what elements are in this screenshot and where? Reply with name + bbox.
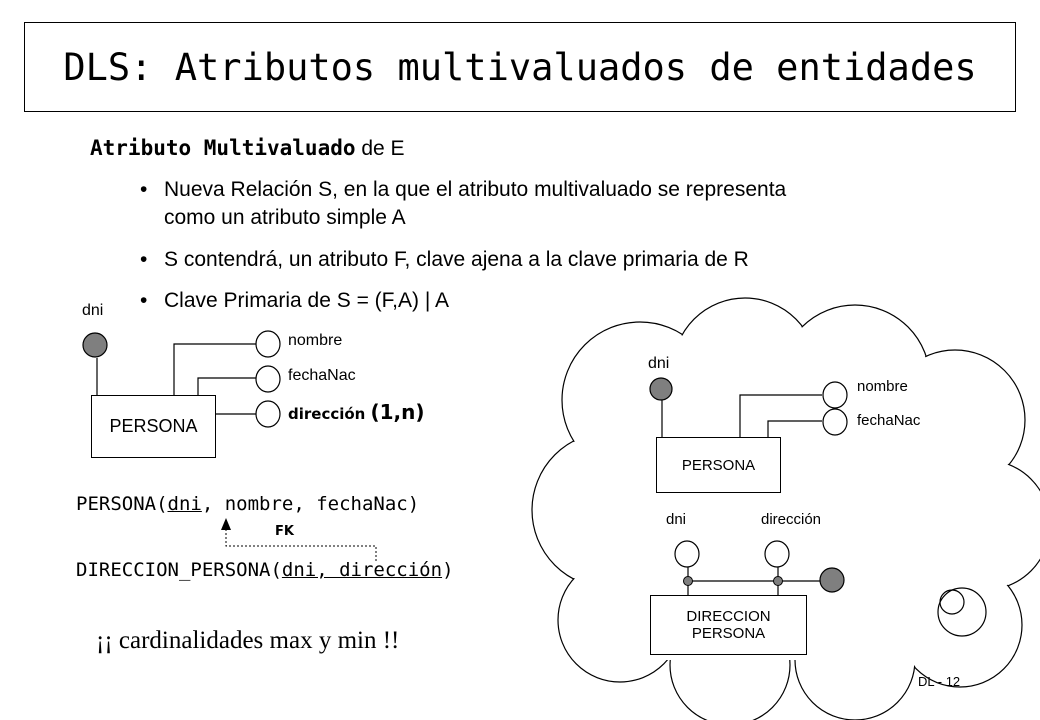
fk-label: FK bbox=[275, 524, 294, 539]
heading-rest: de E bbox=[355, 137, 405, 160]
page-number: DL - 12 bbox=[918, 674, 961, 689]
relation-name: PERSONA( bbox=[76, 493, 168, 515]
entity-label: PERSONA bbox=[109, 416, 198, 436]
entity-label-line2: PERSONA bbox=[691, 625, 766, 642]
entity-label-line1: DIRECCION bbox=[686, 608, 771, 625]
right-attr-fechanac-circle bbox=[822, 408, 848, 436]
left-attr-fechanac-label: fechaNac bbox=[288, 367, 356, 384]
left-attr-fechanac-circle bbox=[255, 365, 281, 393]
left-entity-persona: PERSONA bbox=[91, 395, 216, 458]
relation-name: DIRECCION_PERSONA( bbox=[76, 559, 282, 581]
bullet-dot: • bbox=[140, 178, 148, 201]
page-title: DLS: Atributos multivaluados de entidade… bbox=[63, 46, 977, 89]
multivalued-cardinality: (1,n) bbox=[370, 400, 425, 424]
right-key-attr-label: dni bbox=[648, 355, 670, 372]
relation-close: ) bbox=[442, 559, 454, 581]
entity-label: PERSONA bbox=[681, 456, 756, 474]
left-er-lines bbox=[96, 343, 256, 415]
bullet-text: Clave Primaria de S = (F,A) | A bbox=[164, 289, 449, 312]
right-weak-dni-label: dni bbox=[666, 511, 687, 528]
left-attr-nombre-circle bbox=[255, 330, 281, 358]
relation-direccion-persona: DIRECCION_PERSONA(dni, dirección) bbox=[76, 559, 454, 581]
fk-arrowhead bbox=[221, 518, 231, 530]
right-weak-direccion-label: dirección bbox=[761, 511, 822, 528]
fk-arrow bbox=[225, 528, 377, 561]
heading-bold: Atributo Multivaluado bbox=[90, 136, 356, 160]
left-attr-nombre-label: nombre bbox=[288, 332, 343, 349]
left-key-attr-label: dni bbox=[82, 302, 104, 319]
bullet-dot: • bbox=[140, 248, 148, 271]
relation-attrs: , nombre, fechaNac) bbox=[201, 493, 420, 515]
cloud-fill bbox=[533, 299, 1040, 720]
right-entity-direccion-persona: DIRECCION PERSONA bbox=[650, 595, 807, 655]
bullet-dot: • bbox=[140, 289, 148, 312]
right-attr-fechanac-label: fechaNac bbox=[857, 412, 921, 429]
right-attr-nombre-circle bbox=[822, 381, 848, 409]
cloud-bubbles bbox=[937, 587, 987, 637]
title-box: DLS: Atributos multivaluados de entidade… bbox=[24, 22, 1016, 112]
left-key-attr-circle bbox=[82, 332, 108, 358]
left-attr-direccion-circle bbox=[255, 400, 281, 428]
right-key-attr-circle bbox=[649, 377, 673, 401]
right-attr-nombre-label: nombre bbox=[857, 378, 908, 395]
right-weak-direccion-circle bbox=[764, 540, 790, 568]
composite-key-dot bbox=[683, 576, 693, 586]
relation-persona: PERSONA(dni, nombre, fechaNac) bbox=[76, 493, 419, 515]
section-heading: Atributo Multivaluado de E bbox=[90, 136, 405, 161]
right-weak-dni-circle bbox=[674, 540, 700, 568]
left-multivalued-label: dirección (1,n) bbox=[288, 400, 425, 424]
primary-key: dni bbox=[167, 493, 202, 515]
right-er-lines bbox=[661, 394, 822, 595]
composite-key-dot bbox=[773, 576, 783, 586]
composite-key-circle bbox=[819, 567, 845, 593]
multivalued-attr-name: dirección bbox=[288, 405, 366, 423]
bullet-text: Nueva Relación S, en la que el atributo … bbox=[164, 178, 787, 201]
bullet-text: S contendrá, un atributo F, clave ajena … bbox=[164, 248, 749, 271]
right-entity-persona: PERSONA bbox=[656, 437, 781, 493]
bullet-text: como un atributo simple A bbox=[164, 206, 406, 229]
primary-key: dni, dirección bbox=[281, 559, 443, 581]
cardinality-note: ¡¡ cardinalidades max y min !! bbox=[96, 627, 400, 654]
